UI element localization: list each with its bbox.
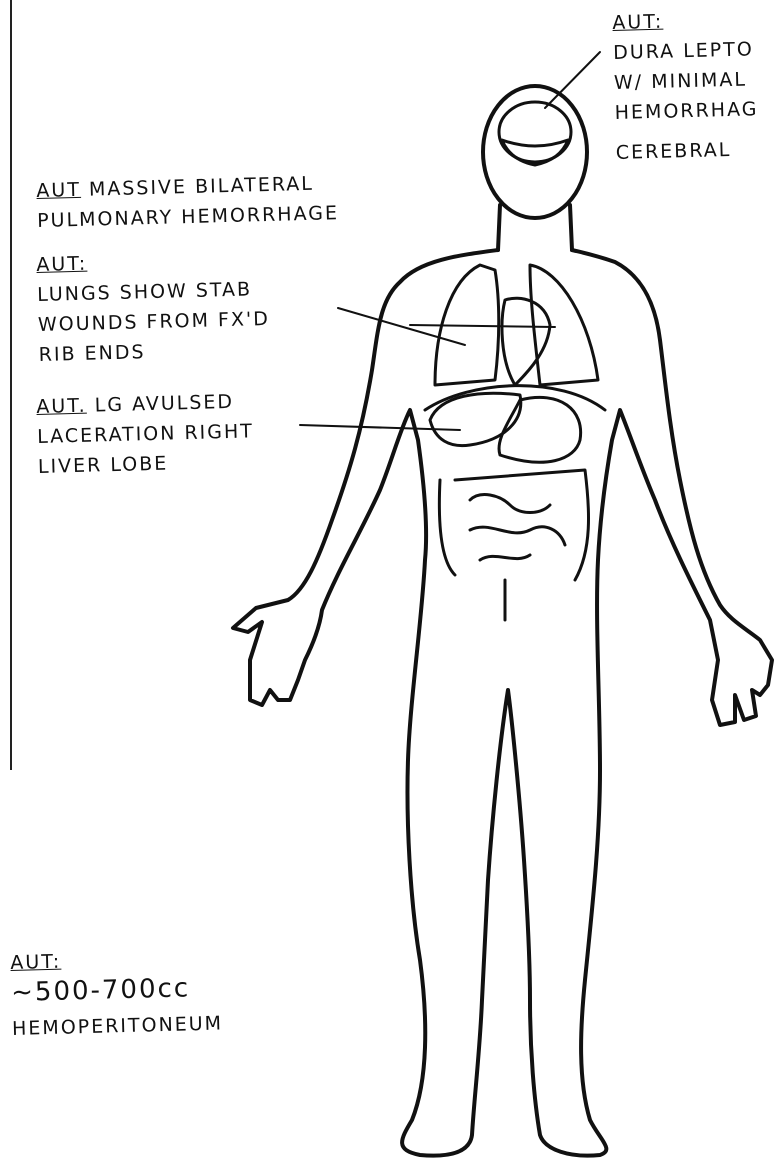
note-liver-header: AUT. bbox=[36, 395, 87, 418]
large-intestine bbox=[439, 470, 588, 580]
small-intestine bbox=[470, 495, 565, 560]
note-head-line-2: W/ MINIMAL bbox=[614, 64, 758, 98]
note-head-line-1: DURA LEPTO bbox=[613, 34, 757, 68]
note-liver-line-2: LACERATION RIGHT bbox=[37, 416, 254, 452]
note-liver: AUT. LG AVULSED LACERATION RIGHT LIVER L… bbox=[36, 386, 255, 482]
note-head-line-4: CEREBRAL bbox=[615, 134, 759, 168]
note-hemoperitoneum-line-2: HEMOPERITONEUM bbox=[12, 1008, 224, 1044]
note-hemoperitoneum: AUT: ~500-700cc HEMOPERITONEUM bbox=[10, 942, 223, 1043]
head-outline bbox=[483, 86, 587, 218]
note-head-header: AUT: bbox=[612, 4, 756, 38]
leader-head bbox=[545, 52, 600, 108]
note-pulmonary: AUT MASSIVE BILATERAL PULMONARY HEMORRHA… bbox=[36, 168, 339, 236]
right-lung bbox=[530, 265, 598, 385]
note-pulmonary-text: MASSIVE BILATERAL bbox=[89, 173, 314, 201]
note-lungs: AUT: LUNGS SHOW STAB WOUNDS FROM FX'D RI… bbox=[36, 244, 271, 370]
note-lungs-line-2: WOUNDS FROM FX'D bbox=[38, 304, 271, 340]
leader-liver bbox=[300, 425, 460, 430]
note-hemoperitoneum-line-1: ~500-700cc bbox=[11, 972, 223, 1008]
note-liver-line-3: LIVER LOBE bbox=[38, 446, 255, 482]
note-liver-text: LG AVULSED bbox=[94, 391, 234, 417]
stomach bbox=[499, 397, 581, 462]
heart bbox=[502, 298, 550, 385]
note-head: AUT: DURA LEPTO W/ MINIMAL HEMORRHAG CER… bbox=[612, 4, 760, 168]
note-lungs-line-3: RIB ENDS bbox=[38, 334, 271, 370]
note-head-line-3: HEMORRHAG bbox=[614, 94, 758, 128]
note-pulmonary-header: AUT bbox=[36, 179, 81, 202]
